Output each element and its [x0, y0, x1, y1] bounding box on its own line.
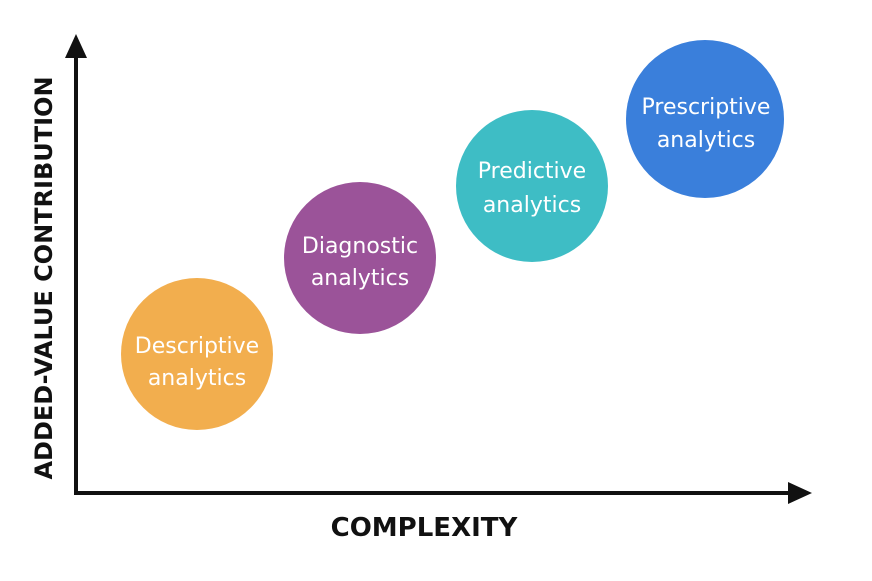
stage-label-line2: analytics	[311, 266, 409, 291]
stage-label-line1: Descriptive	[135, 334, 259, 359]
stage-diagnostic: Diagnostic analytics	[284, 182, 436, 334]
y-axis-label: ADDED-VALUE CONTRIBUTION	[30, 76, 58, 479]
stage-circle	[121, 278, 273, 430]
stage-label-line2: analytics	[148, 366, 246, 391]
stage-label-line2: analytics	[483, 193, 581, 218]
x-axis-label: COMPLEXITY	[331, 513, 519, 543]
stage-label-line2: analytics	[657, 128, 755, 153]
stage-prescriptive: Prescriptive analytics	[626, 40, 784, 198]
stage-circle	[626, 40, 784, 198]
stage-circle	[284, 182, 436, 334]
stage-predictive: Predictive analytics	[456, 110, 608, 262]
y-axis-arrowhead	[65, 34, 87, 58]
stage-label-line1: Diagnostic	[302, 234, 418, 259]
stage-descriptive: Descriptive analytics	[121, 278, 273, 430]
stage-label-line1: Prescriptive	[642, 95, 771, 120]
stage-label-line1: Predictive	[478, 159, 586, 184]
x-axis-arrowhead	[788, 482, 812, 504]
stage-circle	[456, 110, 608, 262]
